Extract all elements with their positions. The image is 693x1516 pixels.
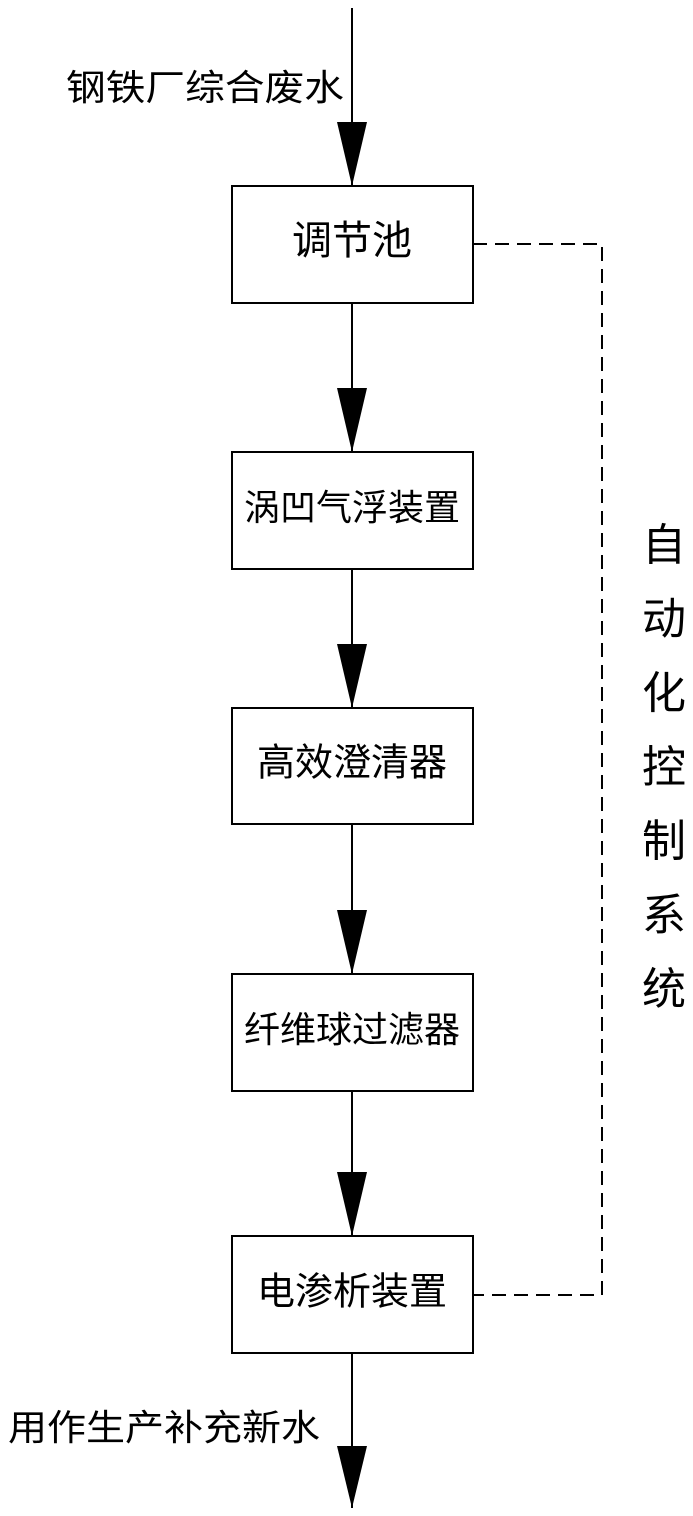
input-arrowhead [337, 122, 367, 186]
output-label: 用作生产补充新水 [8, 1408, 320, 1449]
node-label-regulating-tank: 调节池 [292, 218, 412, 264]
output-arrowhead [337, 1446, 367, 1508]
node-high-efficiency-clarifier [231, 707, 474, 825]
arrowhead-2 [337, 644, 367, 708]
arrowhead-3 [337, 910, 367, 974]
input-label: 钢铁厂综合废水 [66, 68, 344, 109]
control-loop-dashed-line [473, 243, 603, 1296]
node-electrodialysis [231, 1235, 474, 1354]
node-fiber-ball-filter [231, 973, 474, 1092]
node-label-high-efficiency-clarifier: 高效澄清器 [257, 741, 447, 785]
control-label-text: 自动化控制系统 [642, 520, 686, 1015]
arrowhead-4 [337, 1172, 367, 1236]
control-system-label: 自动化控制系统 [642, 520, 686, 1015]
node-label-cavitation-air-flotation: 涡凹气浮装置 [244, 488, 460, 529]
arrowhead-1 [337, 388, 367, 452]
node-label-electrodialysis: 电渗析装置 [257, 1270, 447, 1314]
node-cavitation-air-flotation [231, 451, 474, 570]
node-label-fiber-ball-filter: 纤维球过滤器 [244, 1010, 460, 1051]
